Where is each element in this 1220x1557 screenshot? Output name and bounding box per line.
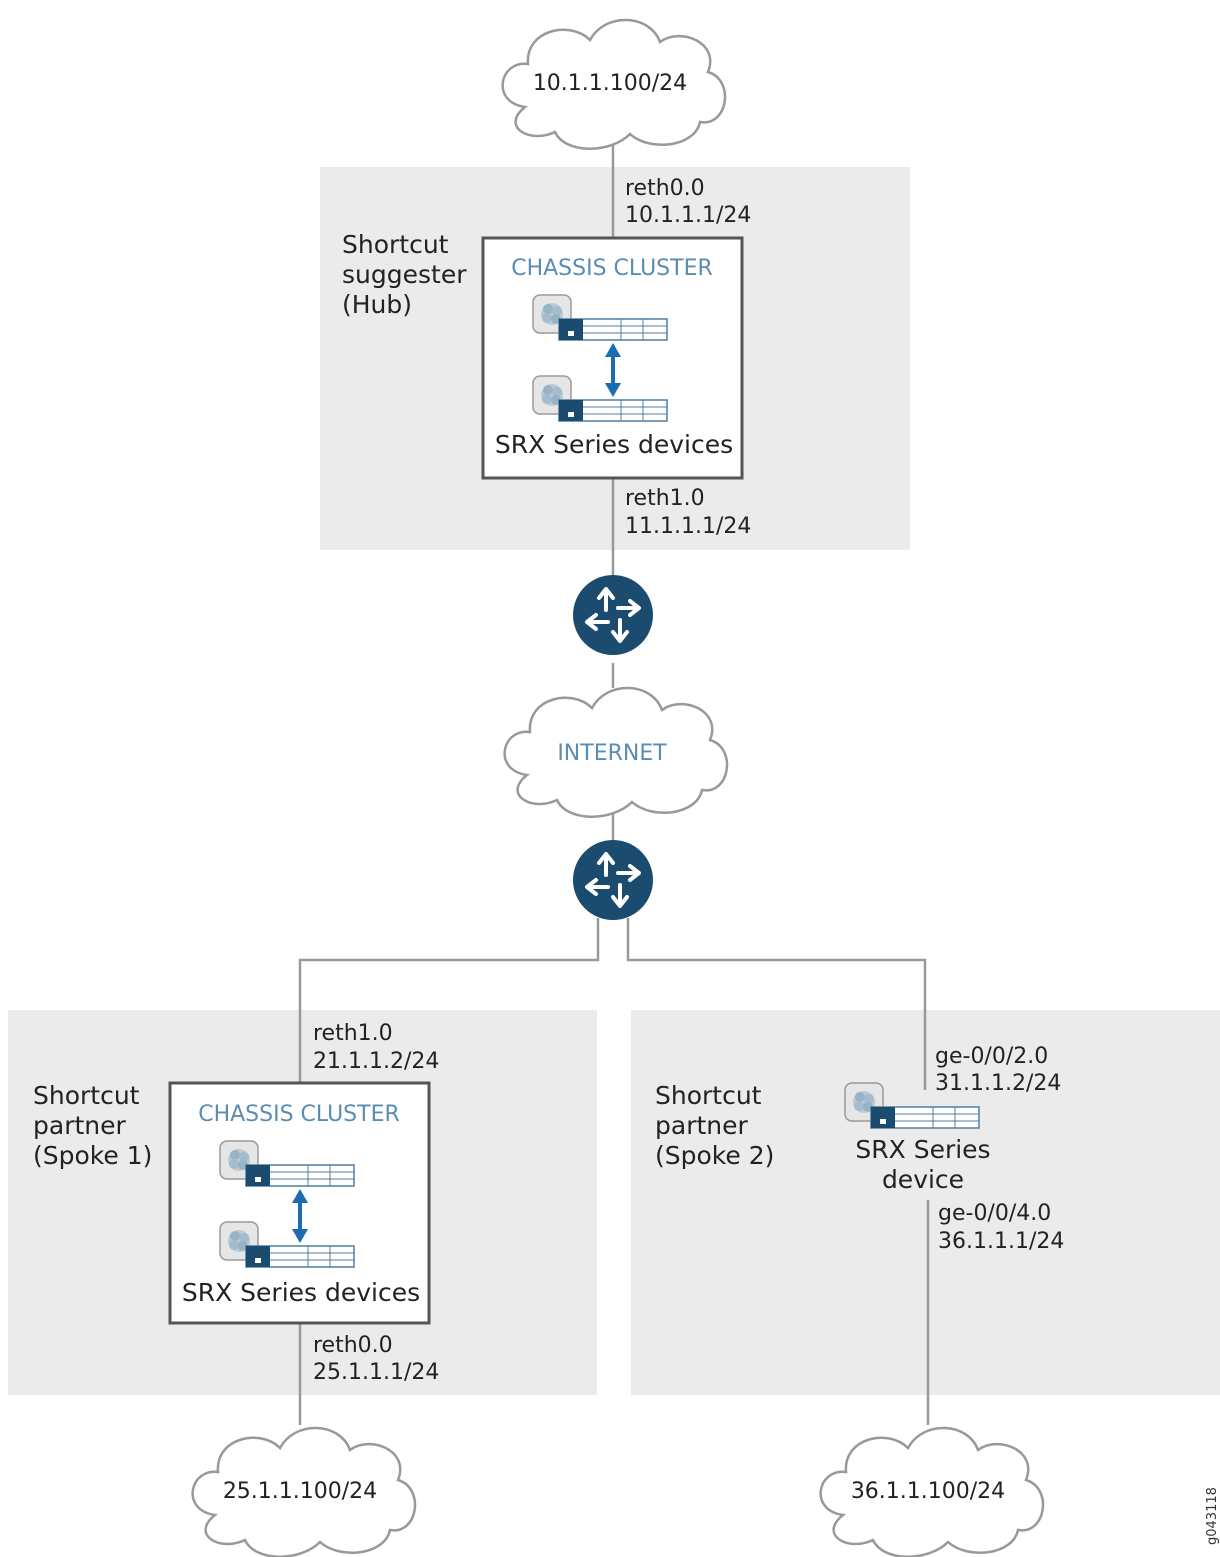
spoke1-top-interface-ip: 21.1.1.2/24 (313, 1049, 439, 1074)
hub-bottom-interface-name: reth1.0 (625, 486, 705, 511)
spoke2-bottom-interface-name: ge-0/0/4.0 (938, 1201, 1051, 1226)
bidirectional-arrow-icon (605, 343, 621, 397)
spoke2-label-line1: Shortcut (655, 1081, 762, 1110)
hub-label-line3: (Hub) (342, 290, 412, 319)
spoke2-top-interface-name: ge-0/0/2.0 (935, 1044, 1048, 1069)
spoke1-label-line2: partner (33, 1111, 126, 1140)
spoke2-bottom-interface-ip: 36.1.1.1/24 (938, 1229, 1064, 1254)
hub-top-interface-ip: 10.1.1.1/24 (625, 203, 751, 228)
spoke2-cloud-label: 36.1.1.100/24 (851, 1479, 1005, 1504)
spoke1-bottom-interface-name: reth0.0 (313, 1333, 393, 1358)
hub-bottom-interface-ip: 11.1.1.1/24 (625, 514, 751, 539)
connection-lines (298, 140, 930, 1425)
router-icon (571, 838, 655, 922)
router-icon (571, 573, 655, 657)
spoke2-label-line2: partner (655, 1111, 748, 1140)
hub-label-line1: Shortcut (342, 230, 449, 259)
spoke1-lan-cloud: 25.1.1.100/24 (191, 1426, 417, 1557)
hub-label-line2: suggester (342, 260, 467, 289)
spoke2-top-interface-ip: 31.1.1.2/24 (935, 1071, 1061, 1096)
hub-cloud-label: 10.1.1.100/24 (533, 71, 687, 96)
spoke2-device-label-line2: device (882, 1165, 964, 1194)
internet-label: INTERNET (557, 741, 667, 766)
bidirectional-arrow-icon (292, 1189, 308, 1243)
hub-devices-label: SRX Series devices (495, 430, 733, 459)
spoke2-device-label-line1: SRX Series (855, 1135, 990, 1164)
spoke1-cluster-title: CHASSIS CLUSTER (198, 1102, 400, 1127)
hub-lan-cloud: 10.1.1.100/24 (501, 18, 727, 151)
hub-top-interface-name: reth0.0 (625, 176, 705, 201)
internet-cloud: INTERNET (503, 686, 729, 819)
spoke1-devices-label: SRX Series devices (182, 1278, 420, 1307)
spoke2-lan-cloud: 36.1.1.100/24 (819, 1426, 1045, 1557)
spoke1-label-line1: Shortcut (33, 1081, 140, 1110)
figure-id: g043118 (1205, 1487, 1220, 1545)
spoke2-label-line3: (Spoke 2) (655, 1141, 774, 1170)
spoke1-top-interface-name: reth1.0 (313, 1021, 393, 1046)
hub-cluster-title: CHASSIS CLUSTER (511, 256, 713, 281)
spoke1-label-line3: (Spoke 1) (33, 1141, 152, 1170)
spoke1-cloud-label: 25.1.1.100/24 (223, 1479, 377, 1504)
spoke1-bottom-interface-ip: 25.1.1.1/24 (313, 1360, 439, 1385)
